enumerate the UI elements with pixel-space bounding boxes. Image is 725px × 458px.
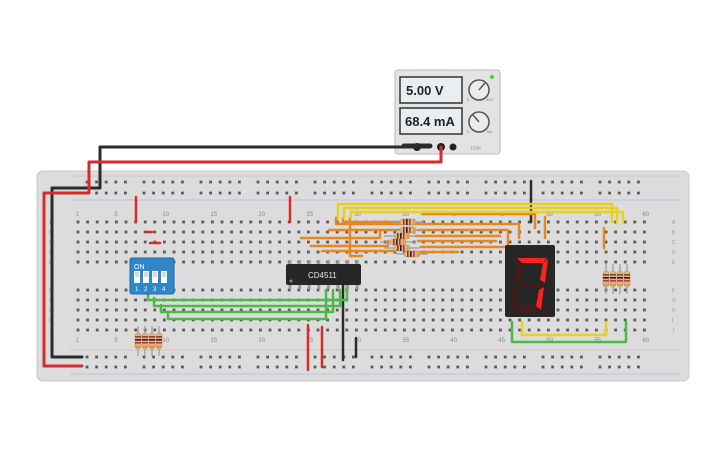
power-supply-brand: TINK [470, 146, 482, 152]
column-number: 20 [258, 212, 265, 218]
column-number: 15 [210, 338, 217, 344]
dip-number: 4 [162, 287, 166, 293]
voltage-display [399, 76, 463, 104]
power-rails [70, 175, 680, 375]
decimal-point [543, 309, 547, 313]
ground-terminal[interactable] [449, 143, 457, 151]
column-number: 20 [258, 338, 265, 344]
dip-number: 1 [135, 287, 139, 293]
rail-jumpers[interactable] [134, 179, 533, 372]
column-number: 15 [210, 212, 217, 218]
segment-f [515, 259, 522, 283]
current-readout: 68.4 mA [405, 114, 455, 129]
column-number: 30 [354, 338, 361, 344]
column-number: 45 [498, 338, 505, 344]
segment-a [517, 258, 547, 263]
column-number: 5 [114, 338, 118, 344]
row-letter: I [49, 318, 50, 324]
voltage-readout: 5.00 V [406, 83, 444, 98]
row-letter: C [672, 240, 676, 246]
segment-c [536, 287, 544, 310]
column-number: 25 [306, 338, 313, 344]
column-number: 10 [162, 338, 169, 344]
breadboard[interactable] [36, 170, 690, 382]
column-number: 40 [450, 338, 457, 344]
resistor-group[interactable] [134, 218, 631, 356]
row-letter: J [672, 328, 675, 334]
row-letter: F [672, 288, 675, 294]
row-letter: H [672, 308, 676, 314]
segment-b [540, 259, 548, 283]
row-letter: D [672, 250, 676, 256]
column-number: 50 [546, 212, 553, 218]
column-number: 35 [402, 338, 409, 344]
column-number: 60 [642, 212, 649, 218]
column-number: 60 [642, 338, 649, 344]
row-letter: I [672, 318, 673, 324]
row-letter: A [672, 220, 676, 226]
column-number: 1 [76, 338, 80, 344]
dip-on-label: ON [134, 264, 145, 271]
ic-notch-icon [289, 279, 293, 283]
dip-number: 2 [144, 287, 148, 293]
segment-d [513, 306, 540, 311]
seven-segment-display[interactable] [505, 245, 555, 317]
ic-label: CD4511 [308, 271, 337, 280]
svg-text:30V: 30V [486, 97, 493, 102]
row-letter: B [672, 230, 676, 236]
supply-wires[interactable] [42, 143, 443, 368]
column-number: 35 [402, 212, 409, 218]
column-number: 25 [306, 212, 313, 218]
svg-text:5A: 5A [487, 129, 492, 134]
svg-text:0: 0 [467, 129, 470, 134]
segment-g [516, 284, 544, 288]
row-letter: G [672, 298, 676, 304]
column-number: 1 [76, 212, 80, 218]
orange-wires[interactable] [299, 212, 606, 258]
column-number: 10 [162, 212, 169, 218]
voltage-led-icon [490, 75, 494, 79]
column-number: 30 [354, 212, 361, 218]
row-letter: E [672, 260, 676, 266]
column-number: 5 [114, 212, 118, 218]
seven-segment-digit [511, 258, 548, 313]
segment-e [511, 287, 518, 310]
yellow-wires[interactable] [336, 202, 625, 337]
power-supply[interactable]: 5.00 V 68.4 mA 0 30V 0 5A TINK [394, 69, 501, 155]
current-display [399, 107, 463, 135]
column-number: 55 [594, 212, 601, 218]
dip-number: 3 [153, 287, 157, 293]
svg-text:0: 0 [467, 97, 470, 102]
ic-cd4511[interactable]: CD4511 [286, 260, 361, 289]
